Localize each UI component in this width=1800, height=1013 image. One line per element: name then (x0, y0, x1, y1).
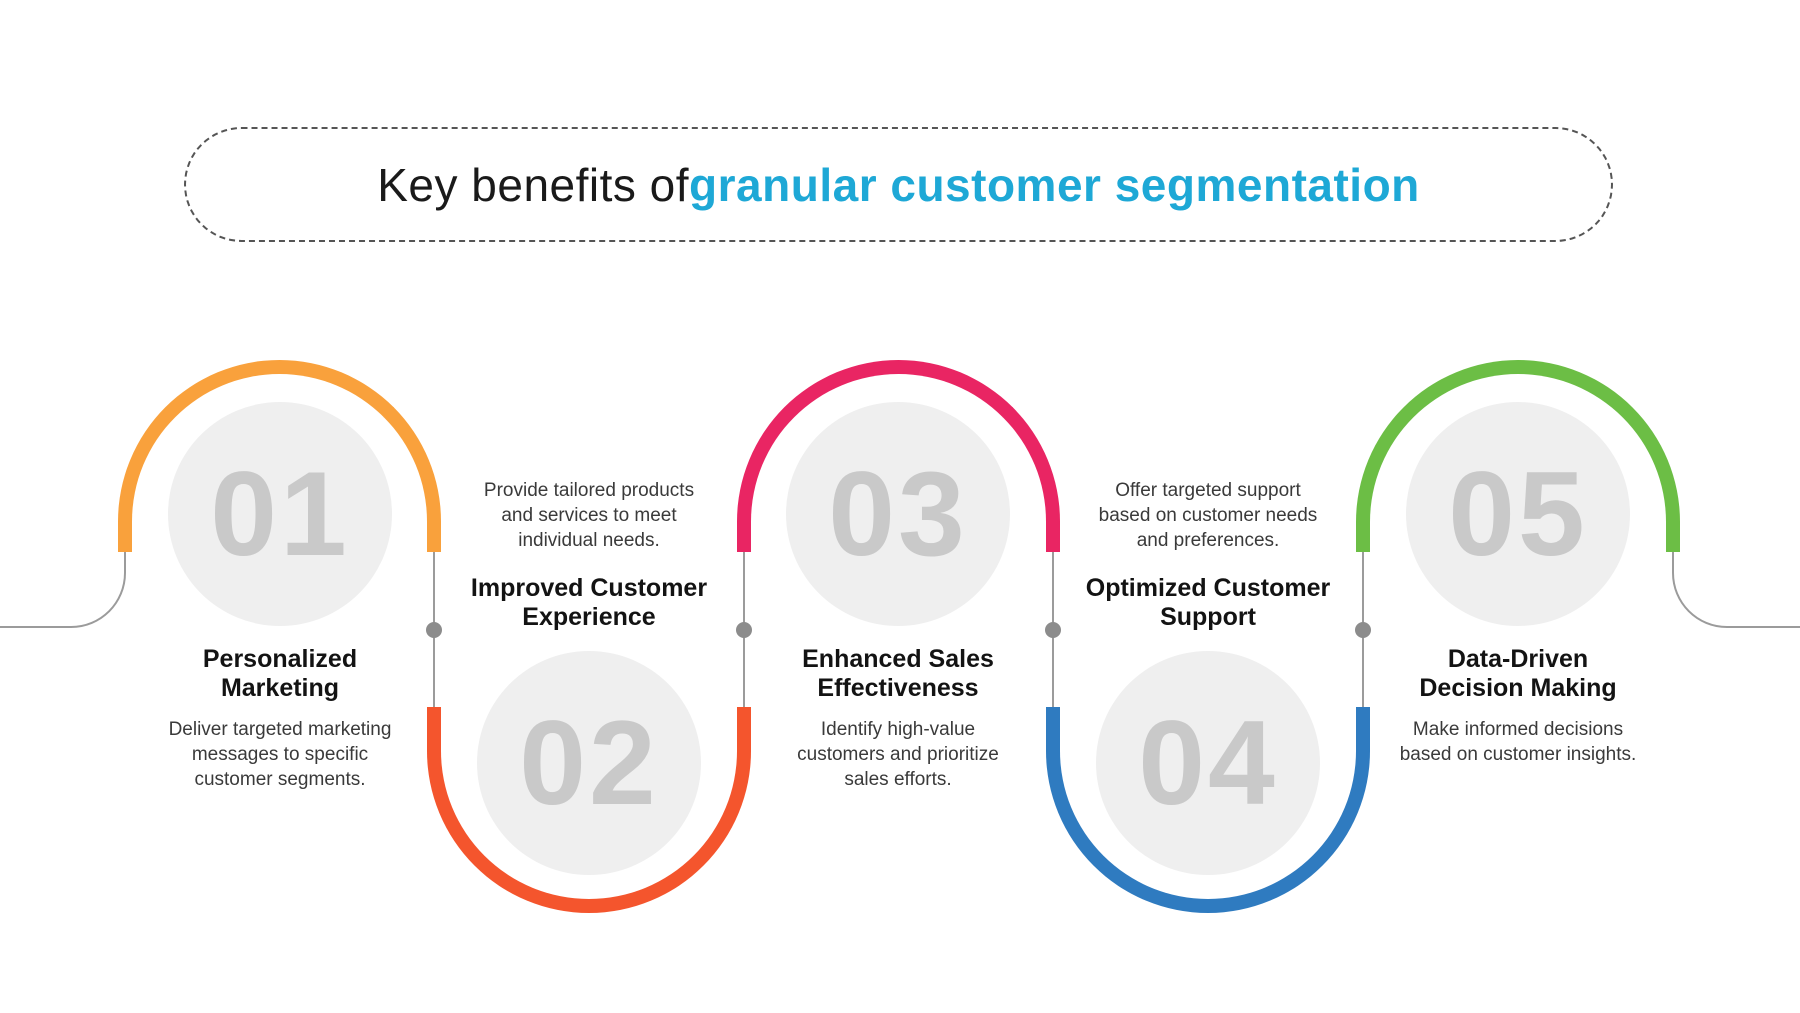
page-title-prefix: Key benefits of (377, 158, 690, 211)
connector-dot (426, 622, 442, 638)
benefit-description-04: Offer targeted support based on customer… (1098, 480, 1318, 551)
number-circle-05: 05 (1406, 402, 1630, 626)
step-number-02: 02 (519, 696, 659, 830)
connector-dot (1355, 622, 1371, 638)
number-circle-03: 03 (786, 402, 1010, 626)
step-number-04: 04 (1138, 696, 1278, 830)
benefit-description-01: Deliver targeted marketing messages to s… (168, 719, 392, 790)
benefit-heading-05: Data-Driven Decision Making (1419, 645, 1617, 702)
step-number-03: 03 (828, 447, 968, 581)
connector-dot (1045, 622, 1061, 638)
number-circle-02: 02 (477, 651, 701, 875)
benefit-text-02: Improved Customer Experience Provide tai… (409, 478, 769, 632)
step-number-01: 01 (210, 447, 350, 581)
benefit-heading-03: Enhanced Sales Effectiveness (802, 645, 994, 702)
page-title-highlight: granular customer segmentation (689, 158, 1420, 211)
number-circle-04: 04 (1096, 651, 1320, 875)
step-number-05: 05 (1448, 447, 1588, 581)
benefit-description-03: Identify high-value customers and priori… (797, 719, 999, 790)
benefit-description-05: Make informed decisions based on custome… (1399, 719, 1637, 765)
title-banner: Key benefits of granular customer segmen… (184, 127, 1613, 242)
benefit-description-02: Provide tailored products and services t… (483, 480, 695, 551)
benefit-heading-02: Improved Customer Experience (470, 574, 708, 631)
path-tail-right (1672, 550, 1800, 628)
benefit-text-04: Optimized Customer Support Offer targete… (1028, 478, 1388, 632)
benefit-heading-01: Personalized Marketing (202, 645, 358, 702)
benefit-heading-04: Optimized Customer Support (1085, 574, 1331, 631)
connector-dot (736, 622, 752, 638)
benefit-text-05: Data-Driven Decision Making Make informe… (1338, 645, 1698, 767)
path-tail-left (0, 552, 126, 628)
benefit-text-03: Enhanced Sales Effectiveness Identify hi… (718, 645, 1078, 792)
benefit-text-01: Personalized Marketing Deliver targeted … (100, 645, 460, 792)
number-circle-01: 01 (168, 402, 392, 626)
